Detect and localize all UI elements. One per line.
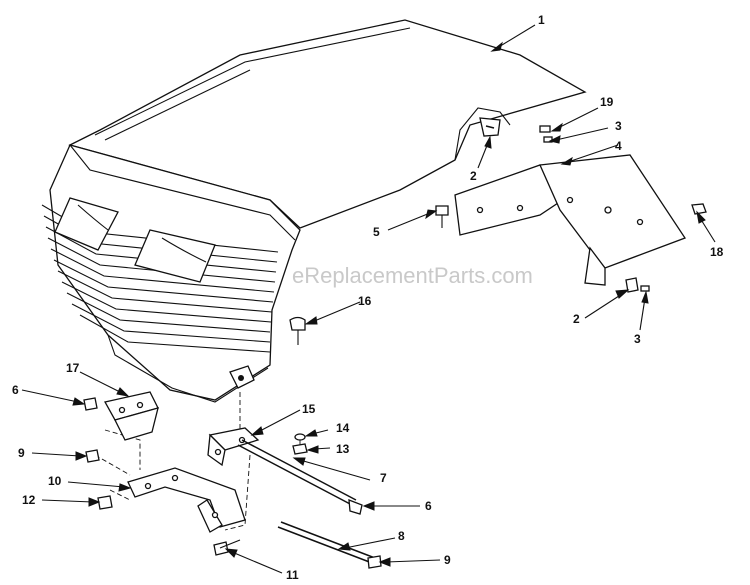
callout-16: 16 [358,294,372,308]
callout-6-left: 6 [12,383,19,397]
nut-9-right [367,555,382,569]
callout-14: 14 [336,421,350,435]
nut-9-left [85,449,100,463]
pin-16 [289,316,306,345]
callout-13: 13 [336,442,350,456]
assembly-line [104,429,141,470]
hood-hinge-detail [454,107,553,161]
callout-8: 8 [398,529,405,543]
nut-6-left [83,397,98,411]
callout-4: 4 [615,139,622,153]
callout-6-right: 6 [425,499,432,513]
bracket-10 [127,467,246,533]
callout-1: 1 [538,13,545,27]
callout-3-lower: 3 [634,332,641,346]
bolt-5 [435,205,449,228]
callout-7: 7 [380,471,387,485]
callout-2-lower: 2 [573,312,580,326]
callouts: 1 19 3 4 2 5 18 2 3 16 17 6 15 14 13 9 7… [12,13,724,582]
bracket-15 [207,427,260,467]
clip-2-lower [625,277,639,293]
pin-3-lower [640,285,650,292]
watermark: eReplacementParts.com [292,263,533,288]
headlight-right [134,229,216,283]
washer-14 [294,433,306,441]
callout-9-right: 9 [444,553,451,567]
callout-5: 5 [373,225,380,239]
hood [41,19,587,403]
assembly-line [224,454,251,531]
callout-15: 15 [302,402,316,416]
nut-12 [97,495,113,510]
mounting-bracket [454,154,686,286]
assembly-line [109,489,131,501]
callout-12: 12 [22,493,36,507]
assembly-line [94,454,131,476]
callout-10: 10 [48,474,62,488]
callout-19: 19 [600,95,614,109]
callout-11: 11 [286,568,299,582]
callout-2-upper: 2 [470,169,477,183]
rod-8 [277,521,382,569]
callout-9-left: 9 [18,446,25,460]
callout-3-upper: 3 [615,119,622,133]
bracket-17 [104,391,159,441]
bolt-11 [213,539,241,556]
rod-7 [237,439,363,515]
callout-18: 18 [710,245,724,259]
nut-13 [292,443,308,455]
callout-17: 17 [66,361,80,375]
leader-lines [21,24,716,574]
headlight-left [54,197,119,251]
nut-18 [691,203,707,215]
